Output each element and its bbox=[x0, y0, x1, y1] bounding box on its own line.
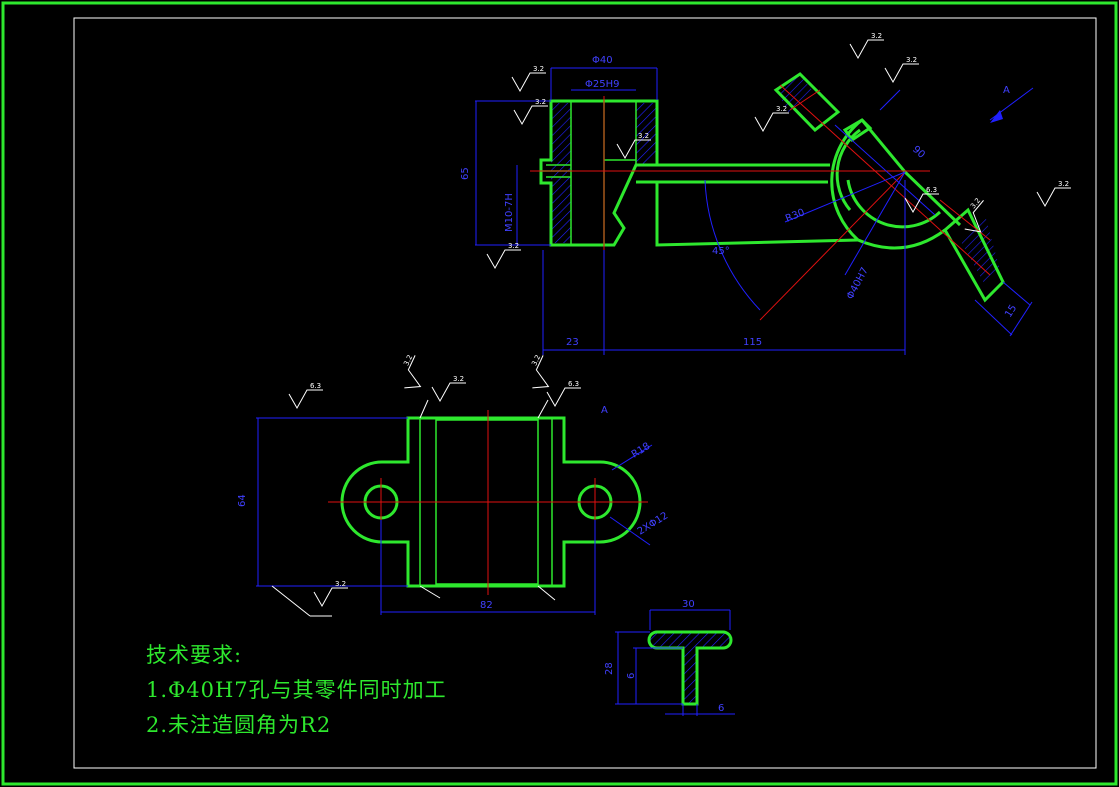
roughness-symbol: 3.2 bbox=[511, 65, 546, 93]
dim-115: 115 bbox=[743, 337, 762, 348]
roughness-symbol: 3.2 bbox=[313, 580, 348, 608]
roughness-value: 3.2 bbox=[1058, 180, 1069, 188]
roughness-symbol: 3.2 bbox=[431, 375, 466, 403]
roughness-symbols: 3.2 3.2 3.2 3.2 3.2 3.2 3.2 3.2 3.2 6.3 6.3 3.2 3.2 3… bbox=[288, 32, 1071, 608]
roughness-value: 3.2 bbox=[335, 580, 346, 588]
roughness-value: 6.3 bbox=[310, 382, 321, 390]
dim-15: 15 bbox=[1003, 303, 1019, 320]
roughness-value: 3.2 bbox=[530, 354, 542, 367]
roughness-value: 6.3 bbox=[926, 186, 937, 194]
roughness-value: 3.2 bbox=[508, 242, 519, 250]
roughness-symbol: 3.2 bbox=[530, 354, 550, 389]
roughness-value: 3.2 bbox=[533, 65, 544, 73]
dim-phi40h7: Φ40H7 bbox=[845, 266, 871, 302]
dim-28: 28 bbox=[604, 662, 615, 675]
roughness-symbol: 3.2 bbox=[513, 98, 548, 126]
roughness-value: 3.2 bbox=[776, 105, 787, 113]
roughness-value: 6.3 bbox=[568, 380, 579, 388]
roughness-value: 3.2 bbox=[453, 375, 464, 383]
dim-phi25h9: Φ25H9 bbox=[585, 79, 619, 90]
dim-90: 90 bbox=[910, 144, 927, 161]
section-view bbox=[615, 609, 735, 716]
plan-view bbox=[256, 399, 653, 617]
technical-requirements: 技术要求: 1.Φ40H7孔与其零件同时加工 2.未注造圆角为R2 bbox=[146, 638, 447, 743]
view-label-a-plan: A bbox=[601, 405, 608, 416]
dim-6-vertical: 6 bbox=[626, 673, 637, 679]
dim-82: 82 bbox=[480, 600, 493, 611]
roughness-symbol: 3.2 bbox=[402, 354, 422, 389]
roughness-value: 3.2 bbox=[906, 56, 917, 64]
dim-30: 30 bbox=[682, 599, 695, 610]
roughness-symbol: 3.2 bbox=[1036, 180, 1071, 208]
roughness-symbol: 3.2 bbox=[884, 56, 919, 84]
dim-23: 23 bbox=[566, 337, 579, 348]
dim-2x-phi12: 2XΦ12 bbox=[636, 510, 671, 537]
roughness-symbol: 3.2 bbox=[616, 132, 651, 160]
roughness-value: 3.2 bbox=[871, 32, 882, 40]
dim-65: 65 bbox=[460, 167, 471, 180]
dim-r18: R18 bbox=[630, 441, 653, 461]
roughness-symbol: 3.2 bbox=[486, 242, 521, 270]
dim-r30: R30 bbox=[784, 207, 806, 225]
dim-45deg: 45° bbox=[712, 246, 730, 257]
dim-m10: M10-7H bbox=[504, 193, 515, 232]
roughness-symbol: 6.3 bbox=[288, 382, 323, 410]
roughness-symbol: 3.2 bbox=[849, 32, 884, 60]
roughness-value: 3.2 bbox=[969, 197, 982, 211]
roughness-value: 3.2 bbox=[638, 132, 649, 140]
dim-6-horizontal: 6 bbox=[718, 703, 724, 714]
main-view bbox=[475, 67, 1034, 355]
notes-line-2: 2.未注造圆角为R2 bbox=[146, 713, 332, 737]
notes-heading: 技术要求: bbox=[146, 643, 243, 667]
dim-64: 64 bbox=[237, 494, 248, 507]
roughness-value: 3.2 bbox=[535, 98, 546, 106]
roughness-symbol: 6.3 bbox=[904, 186, 939, 214]
roughness-symbol: 3.2 bbox=[754, 105, 789, 133]
view-label-a: A bbox=[1003, 85, 1010, 96]
notes-line-1: 1.Φ40H7孔与其零件同时加工 bbox=[146, 678, 447, 702]
roughness-value: 3.2 bbox=[402, 354, 414, 367]
inner-frame bbox=[73, 17, 1097, 769]
dim-phi40: Φ40 bbox=[592, 55, 613, 66]
roughness-symbol: 6.3 bbox=[546, 380, 581, 408]
